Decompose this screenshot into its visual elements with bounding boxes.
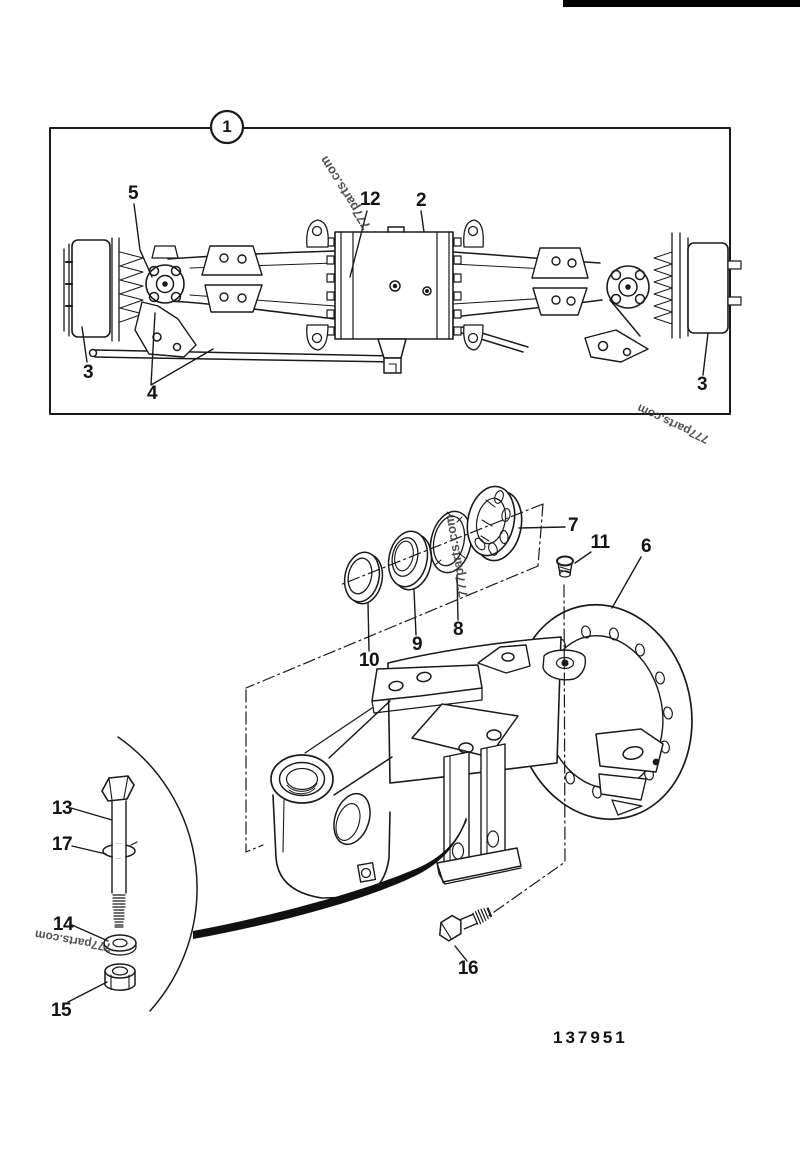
detail-circle-arc [117,736,198,1012]
callout-15: 15 [50,1000,72,1021]
bearing-7 [466,485,523,562]
callout-13: 13 [51,798,73,819]
bolt-16 [439,907,493,942]
callout-8: 8 [452,619,464,640]
callout-3-right: 3 [696,374,708,395]
trailing-lugs [595,728,664,816]
bolt-13-threads [112,894,126,928]
left-hub [63,237,197,358]
scan-artifact-bar [563,0,800,7]
tower-bracket [411,703,522,885]
top-lug [477,644,531,674]
balloon-circle [209,109,245,145]
figure-part-number: 137951 [553,1028,628,1047]
assembly-balloon-number: 1 [222,117,232,136]
steering-axle-housing-drawing [117,485,693,1012]
detail-leader-swoosh [193,817,467,939]
callout-12: 12 [359,189,381,210]
callout-6: 6 [640,536,652,557]
centerlines [245,503,566,918]
assembly-box [49,127,731,415]
callout-2: 2 [415,190,427,211]
seal-ring-10 [343,551,384,605]
front-axle-assembly-drawing [63,109,742,374]
callout-10: 10 [358,650,380,671]
washer-14 [103,934,137,956]
spring-pads [201,245,589,316]
differential-housing [326,226,462,374]
bolt-13 [101,775,135,846]
steering-yoke [270,700,393,899]
nut-15 [104,963,136,991]
retaining-ring-8 [429,510,473,574]
callout-4: 4 [146,383,158,404]
callout-3-left: 3 [82,362,94,383]
top-lug-hole [501,652,515,662]
bolt-kit [101,775,138,991]
callout-5: 5 [127,183,139,204]
callout-7: 7 [567,515,579,536]
callout-16: 16 [457,958,479,979]
right-hub [606,232,742,339]
seal-ring-9 [387,530,433,591]
callout-9: 9 [411,634,423,655]
mount-ears [306,219,484,351]
callout-11: 11 [590,532,610,553]
callout-14: 14 [52,914,74,935]
filler-boss [542,649,587,681]
leader-lines [67,203,709,1003]
callout-17: 17 [51,834,73,855]
upper-plate-bracket [304,664,483,754]
plug-11 [556,555,574,578]
